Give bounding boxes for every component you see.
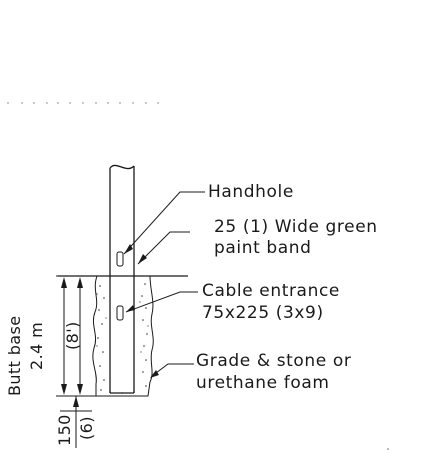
- backfill-region: [92, 275, 154, 397]
- gap-dimension: [60, 396, 92, 448]
- dotted-line: [7, 102, 159, 104]
- label-gap-imperial: (6): [77, 416, 96, 440]
- pole: [109, 164, 135, 394]
- label-paint-band-line1: 25 (1) Wide green: [214, 217, 378, 237]
- label-gap-metric: 150: [55, 414, 74, 446]
- stray-mark: [387, 448, 389, 450]
- label-grade-line2: urethane foam: [196, 373, 330, 393]
- leader-arrowheads: [124, 244, 159, 378]
- label-grade-line1: Grade & stone or: [196, 351, 351, 371]
- label-cable-entrance-line2: 75x225 (3x9): [202, 303, 324, 323]
- label-cable-entrance-line1: Cable entrance: [202, 281, 340, 301]
- label-butt-base: Butt base: [5, 316, 24, 397]
- label-paint-band-line2: paint band: [214, 238, 312, 258]
- label-handhole: Handhole: [208, 182, 294, 202]
- label-depth-metric: 2.4 m: [27, 322, 46, 370]
- depth-dimension: [56, 275, 106, 397]
- label-depth-imperial: (8'): [63, 321, 82, 350]
- leader-lines: [123, 191, 205, 377]
- handhole-slot: [116, 251, 124, 267]
- cable-entrance-slot: [116, 305, 124, 321]
